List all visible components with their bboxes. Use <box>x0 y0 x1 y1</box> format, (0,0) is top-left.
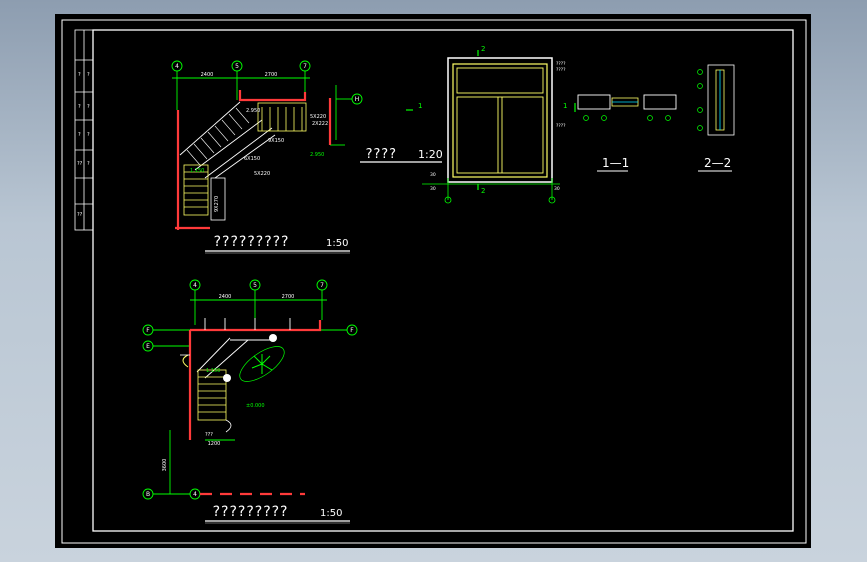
plan-top-axis-h: H <box>355 96 360 103</box>
plan-top-dim-2: 2700 <box>265 72 278 78</box>
window-note-1: ???? <box>556 61 566 67</box>
planter-ellipse <box>239 346 285 382</box>
plan-bottom-note-elev: ±0.000 <box>246 403 265 409</box>
window-mark-right: 1 <box>563 102 567 110</box>
plan-bottom-axis-e: E <box>146 343 150 350</box>
window-mark-bottom: 2 <box>481 187 485 195</box>
window-title: ???? <box>365 147 396 162</box>
window-dim-30-a: 30 <box>430 172 436 178</box>
tb-cell-2: ? <box>87 72 90 78</box>
tb-cell-1: ? <box>78 72 81 78</box>
plan-top-scale: 1:50 <box>326 238 348 249</box>
plan-top-note-5: 5X220 <box>254 171 270 177</box>
section-1-1-title: 1—1 <box>602 156 629 170</box>
plan-top-note-7: 2X222 <box>312 121 328 127</box>
section-2-2-title: 2—2 <box>704 156 731 170</box>
plan-top-note-6: 9X270 <box>214 196 220 212</box>
section-2-2: 2—2 <box>697 64 735 172</box>
plan-bottom-note-2: ??? <box>205 432 213 438</box>
plan-bottom: 4 5 7 F F E B 4 2400 2700 3600 1200 <box>142 279 358 524</box>
plan-bottom-axis-f-right: F <box>350 327 354 334</box>
plan-top-note-9: 6X150 <box>244 156 260 162</box>
plan-bottom-axis-4: 4 <box>193 282 197 289</box>
plan-bottom-dim-2: 2700 <box>282 294 295 300</box>
plan-bottom-axis-7: 7 <box>320 282 324 289</box>
title-block <box>74 29 94 231</box>
window-mark-left: 1 <box>418 102 422 110</box>
plan-top: 4 5 7 H 2400 2700 <box>171 60 363 254</box>
plan-bottom-axis-4-bottom: 4 <box>193 491 197 498</box>
plan-top-note-2: 5X220 <box>310 114 326 120</box>
inner-border <box>92 29 794 532</box>
drawing-sheet <box>55 14 811 548</box>
plan-top-axis-5: 5 <box>235 63 239 70</box>
plan-top-dim-1: 2400 <box>201 72 214 78</box>
section-1-1: 1—1 <box>577 94 677 172</box>
tb-cell-8: ? <box>87 161 90 167</box>
plan-top-title: ????????? <box>213 234 289 250</box>
window-mark-top: 2 <box>481 45 485 53</box>
diagonal-treads <box>186 107 250 166</box>
plan-bottom-dim-1: 2400 <box>219 294 232 300</box>
window-note-3: ???? <box>556 123 566 129</box>
column-ball-2 <box>223 374 231 382</box>
window-dim-30-b: 30 <box>430 186 436 192</box>
window-dim-30-c: 30 <box>554 186 560 192</box>
plan-top-axis-4: 4 <box>175 63 179 70</box>
window-note-2: ???? <box>556 67 566 73</box>
plan-top-note-8: 1.150 <box>190 168 204 174</box>
plan-bottom-scale: 1:50 <box>320 508 342 519</box>
plan-bottom-dim-4: 1200 <box>208 441 221 447</box>
column-ball-1 <box>269 334 277 342</box>
outer-border <box>61 19 807 544</box>
plan-bottom-dim-3: 3600 <box>162 459 168 472</box>
plan-bottom-title: ????????? <box>212 504 288 520</box>
tb-cell-6: ? <box>87 132 90 138</box>
tb-cell-9: ?? <box>77 212 83 218</box>
plan-bottom-axis-f-left: F <box>146 327 150 334</box>
plant-icon <box>251 354 273 374</box>
tb-cell-3: ? <box>78 104 81 110</box>
tb-cell-7: ?? <box>77 161 83 167</box>
plan-bottom-axis-5: 5 <box>253 282 257 289</box>
title-block-text: ? ? ? ? ? ? ?? ? ?? <box>77 72 90 218</box>
plan-bottom-axis-b: B <box>146 491 150 498</box>
window-scale: 1:20 <box>418 148 443 161</box>
plan-top-note-3: 2.950 <box>310 152 324 158</box>
window-elevation: 2 2 1 1 ???? ???? ???? 30 30 30 ???? 1:2… <box>360 45 576 204</box>
plan-bottom-note-1: 1.150 <box>206 368 220 374</box>
plan-top-note-1: 2.950 <box>246 108 260 114</box>
tb-cell-5: ? <box>78 132 81 138</box>
plan-top-note-4: 9X150 <box>268 138 284 144</box>
plan-top-axis-7: 7 <box>303 63 307 70</box>
tb-cell-4: ? <box>87 104 90 110</box>
